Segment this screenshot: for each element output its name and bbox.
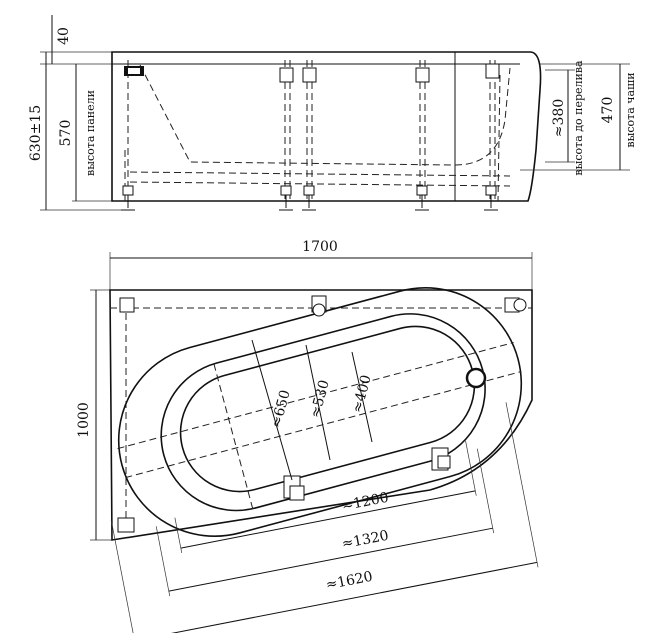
drain-icon [465,367,487,389]
dim-outer-length-1620: ≈1620 [324,569,374,594]
dim-rim-height: 40 [56,27,72,45]
dim-panel-height: 570 [58,120,74,147]
label-overflow-height: высота до перелива [572,60,585,176]
dim-inner-width-400: ≈400 [349,373,374,414]
side-view: 40 630±15 570 высота панели [28,15,637,211]
dim-inner-width-650: ≈650 [268,388,293,429]
dim-length-1700: 1700 [302,239,338,255]
dim-bowl-height: 470 [600,97,616,124]
dim-total-height: 630±15 [28,105,44,161]
fitting-top-left [119,297,135,313]
dim-inner-width-530: ≈530 [307,378,332,419]
top-view: 1700 1000 [76,239,539,633]
side-legs [121,60,500,211]
dim-inner-length-1200: ≈1200 [340,490,390,515]
label-bowl-height: высота чаши [624,72,637,147]
dim-width-1000: 1000 [76,402,92,438]
dim-overflow-height: ≈380 [551,99,567,137]
dim-inner-length-1320: ≈1320 [340,528,390,553]
label-panel-height: высота панели [84,90,97,176]
